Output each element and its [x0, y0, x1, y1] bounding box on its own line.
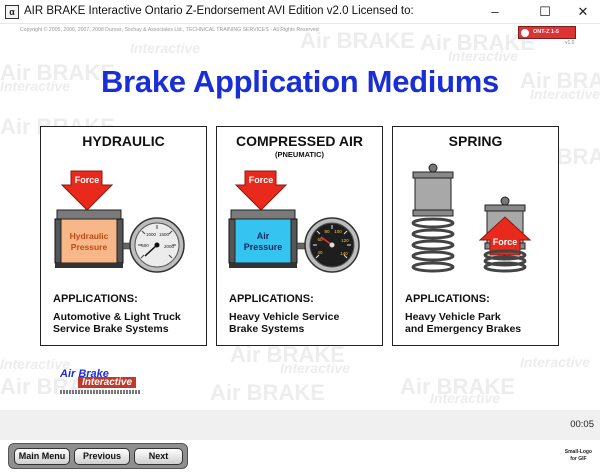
- previous-button[interactable]: Previous: [74, 448, 130, 465]
- applications-heading: APPLICATIONS:: [229, 293, 314, 305]
- panel-title: COMPRESSED AIR: [235, 133, 364, 149]
- chamber-label: Pressure: [71, 242, 108, 252]
- compressed-air-panel: COMPRESSED AIR (PNEUMATIC) Force Air Pre…: [216, 126, 383, 346]
- panel-title: SPRING: [448, 133, 503, 149]
- main-menu-button[interactable]: Main Menu: [14, 448, 70, 465]
- spring-diagram: Force: [411, 163, 532, 273]
- watermark: Interactive: [430, 390, 501, 406]
- gauge-tick-label: 1500: [159, 232, 170, 237]
- badge-dot-icon: [521, 29, 529, 37]
- applications-line: Service Brake Systems: [53, 323, 169, 335]
- applications-text: Heavy Vehicle Service Brake Systems: [229, 311, 381, 335]
- gauge-tick-label: 2000: [164, 244, 175, 249]
- gauge-tick-label: 1000: [146, 232, 157, 237]
- window-titlebar: α AIR BRAKE Interactive Ontario Z-Endors…: [0, 0, 600, 24]
- navigation-bar: Main Menu Previous Next Small-Logo for G…: [0, 440, 600, 474]
- small-logo-line: for GIF: [570, 455, 587, 462]
- panel-subtitle: (PNEUMATIC): [274, 150, 325, 159]
- applications-line: Heavy Vehicle Park: [405, 311, 501, 323]
- hydraulic-diagram: Force Hydraulic Pressure: [54, 170, 185, 273]
- hydraulic-panel: HYDRAULIC Force Hydraulic Pressure: [40, 126, 207, 346]
- app-gauge-icon: α: [5, 5, 19, 19]
- gauge-tick-label: 500: [141, 243, 149, 248]
- force-arrow-icon: [478, 216, 532, 256]
- applications-line: and Emergency Brakes: [405, 323, 522, 335]
- module-badge-label: ONT-Z 1-5: [533, 29, 559, 35]
- applications-text: Heavy Vehicle Park and Emergency Brakes: [405, 311, 557, 335]
- logo-line: Interactive: [78, 377, 137, 388]
- air-brake-logo: Air Brake Interactive: [60, 368, 160, 398]
- logo-rule: [60, 390, 140, 394]
- applications-line: Heavy Vehicle Service: [229, 311, 340, 323]
- applications-line: Automotive & Light Truck: [53, 311, 181, 323]
- chamber-label: Hydraulic: [70, 231, 109, 241]
- force-label: Force: [75, 175, 100, 185]
- panel-title: HYDRAULIC: [82, 133, 165, 149]
- nav-button-group: Main Menu Previous Next: [8, 443, 188, 469]
- force-arrow-icon: [60, 170, 114, 211]
- lesson-stage: Air BRAKE Interactive Air BRAKE Interact…: [0, 24, 600, 410]
- force-label: Force: [249, 175, 274, 185]
- air-chamber: [234, 218, 292, 264]
- status-strip: 00:05: [0, 410, 600, 440]
- hydraulic-chamber: [60, 218, 118, 264]
- gauge-tick-label: 100: [334, 229, 342, 234]
- spring-compressed-icon: [483, 249, 527, 273]
- spring-panel: SPRING Force: [392, 126, 559, 346]
- gauge-tick-label: 40: [317, 250, 323, 255]
- copyright-notice: Copyright © 2005, 2006, 2007, 2008 Duros…: [20, 27, 319, 33]
- watermark: Air BRAKE: [400, 374, 515, 399]
- version-label: v1.0: [565, 40, 575, 46]
- small-logo-line: Small-Logo: [564, 449, 592, 455]
- elapsed-time: 00:05: [570, 419, 594, 430]
- page-title: Brake Application Mediums: [101, 64, 499, 99]
- weight-icon: [414, 177, 452, 211]
- applications-heading: APPLICATIONS:: [53, 293, 138, 305]
- gauge-tick-label: 140: [340, 251, 348, 256]
- gauge-tick-label: 120: [341, 238, 349, 243]
- force-label: Force: [493, 237, 518, 247]
- watermark: Interactive: [520, 354, 591, 370]
- window-title: AIR BRAKE Interactive Ontario Z-Endorsem…: [24, 5, 414, 17]
- applications-line: Brake Systems: [229, 323, 305, 335]
- watermark: Air BRAKE: [210, 380, 325, 405]
- applications-heading: APPLICATIONS:: [405, 293, 490, 305]
- small-logo: Small-Logo for GIF: [565, 449, 592, 462]
- minimize-button[interactable]: –: [491, 4, 499, 19]
- watermark: Interactive: [280, 360, 351, 376]
- force-arrow-icon: [234, 170, 288, 211]
- next-button[interactable]: Next: [134, 448, 183, 465]
- gauge-tick-label: 60: [317, 237, 323, 242]
- gauge-tick-label: 80: [324, 229, 330, 234]
- piston-plate: [56, 209, 122, 220]
- compressed-air-diagram: Force Air Pressure 40 60 80 100: [228, 170, 360, 273]
- module-badge: ONT-Z 1-5: [518, 26, 576, 39]
- chamber-label: Air: [257, 231, 270, 241]
- piston-plate: [230, 209, 296, 220]
- watermark: Interactive: [130, 40, 201, 56]
- close-button[interactable]: ✕: [577, 4, 589, 19]
- chamber-label: Pressure: [244, 242, 283, 252]
- gauge-needle: [144, 244, 158, 257]
- spring-extended-icon: [411, 217, 455, 273]
- watermark: Interactive: [448, 48, 519, 64]
- applications-text: Automotive & Light Truck Service Brake S…: [53, 311, 205, 335]
- maximize-button[interactable]: ☐: [539, 4, 551, 19]
